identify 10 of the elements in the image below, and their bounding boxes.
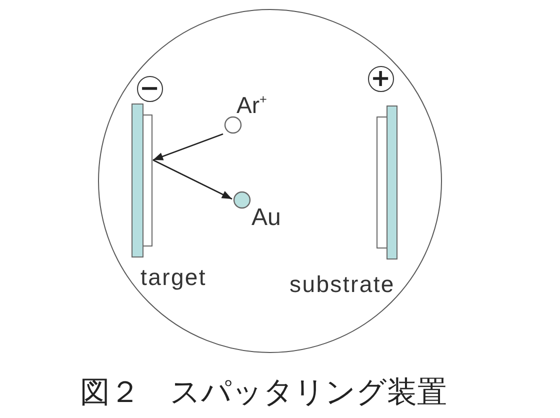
particle-label: Au: [252, 206, 281, 230]
figure-caption: 図２ スパッタリング装置: [80, 376, 447, 409]
arrow: [152, 133, 224, 161]
particle-label: Ar$^{+}$: [236, 94, 267, 116]
minus-sign: −: [136, 76, 162, 102]
arrow: [152, 159, 232, 200]
chamber-circle: [98, 9, 442, 353]
plate-label: substrate: [290, 272, 395, 296]
plate-label: target: [140, 266, 207, 288]
plus-sign: +: [368, 66, 394, 92]
